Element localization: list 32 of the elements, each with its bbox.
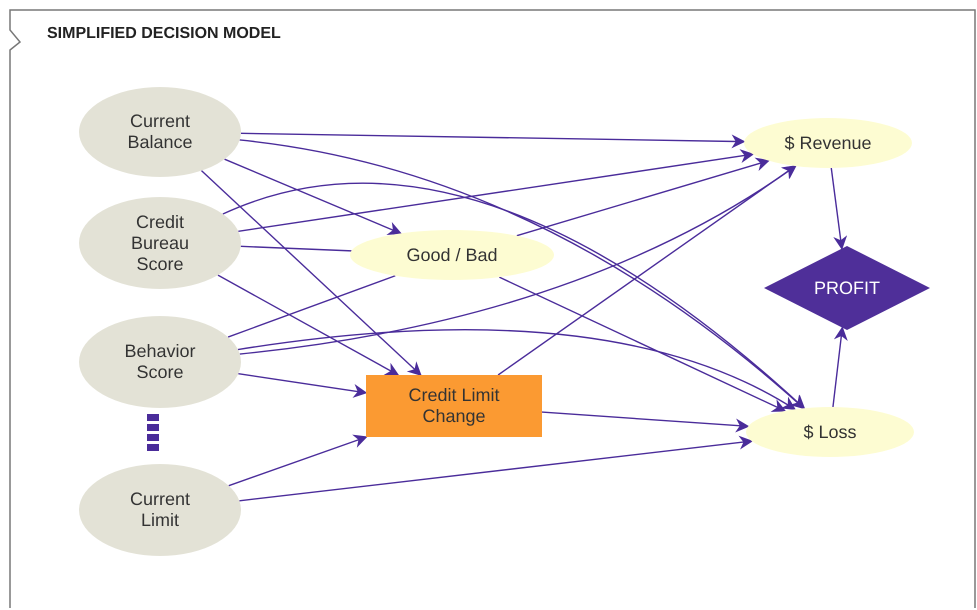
node-label: $ Loss [803, 422, 857, 442]
arrow [499, 276, 786, 412]
node-label: Current Limit [128, 489, 192, 531]
arrow [498, 165, 796, 376]
arrow [516, 158, 770, 236]
arrow [222, 182, 806, 410]
node-label: PROFIT [814, 278, 880, 298]
arrow [228, 434, 368, 486]
arrow [240, 132, 746, 148]
arrow [238, 373, 368, 398]
arrow [201, 170, 422, 376]
arrow [238, 329, 796, 410]
diagram-title: SIMPLIFIED DECISION MODEL [47, 25, 281, 43]
profit-diamond [764, 246, 930, 330]
arrow [238, 149, 754, 232]
connector-line [240, 246, 352, 252]
outcome-ellipse [744, 118, 912, 168]
node-label: Good / Bad [406, 244, 498, 266]
decision-box [366, 375, 542, 437]
arrow [218, 274, 400, 376]
node-label: Credit Limit Change [407, 385, 501, 427]
arrow [240, 165, 797, 355]
connector-line [228, 275, 396, 338]
node-label: Behavior Score [123, 341, 197, 383]
arrow [224, 158, 402, 235]
node-label: Current Balance [126, 111, 194, 153]
node-label: $ Revenue [784, 132, 872, 154]
arrow [542, 411, 750, 432]
node-label: Credit Bureau Score [130, 212, 190, 274]
arrow [239, 436, 754, 502]
arrow [830, 168, 848, 250]
arrow [832, 326, 848, 408]
